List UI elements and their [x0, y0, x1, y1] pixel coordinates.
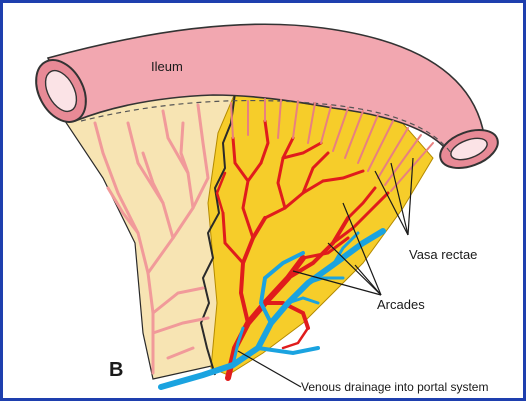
- venous-drainage-label: Venous drainage into portal system: [301, 380, 488, 394]
- panel-letter: B: [109, 359, 123, 381]
- vasa-rectae-label: Vasa rectae: [409, 247, 477, 262]
- arcades-label: Arcades: [377, 297, 425, 312]
- ileum-label: Ileum: [151, 59, 183, 74]
- ileum-mesentery-diagram: Ileum Vasa rectae Arcades Venous drainag…: [3, 3, 526, 404]
